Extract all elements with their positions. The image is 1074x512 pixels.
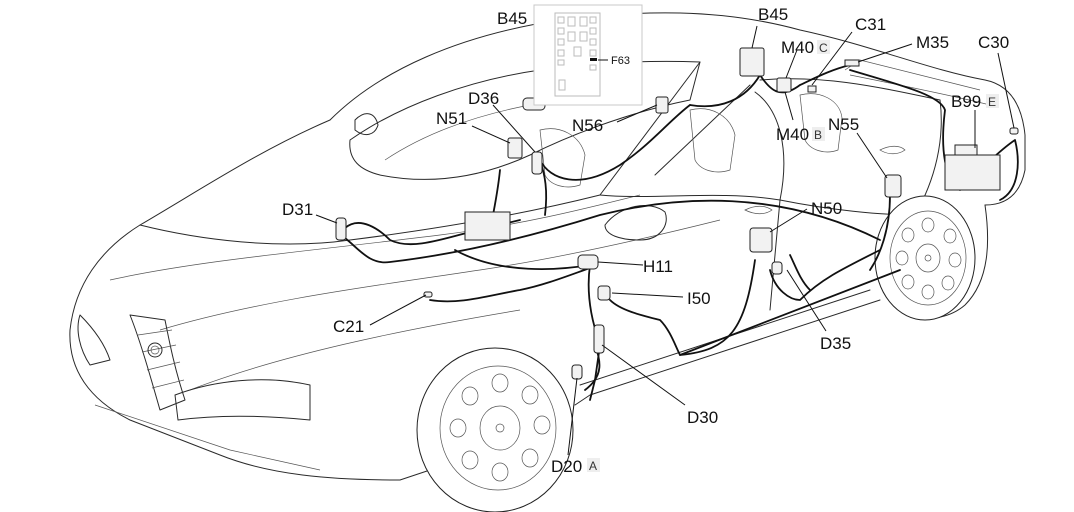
label-b99e: B99 xyxy=(951,92,981,111)
component-d31 xyxy=(335,217,347,241)
front-wheel xyxy=(416,347,574,512)
component-n56 xyxy=(655,96,669,114)
label-n56: N56 xyxy=(572,116,603,135)
component-d20 xyxy=(571,364,583,380)
component-ecu xyxy=(464,211,511,241)
label-d36: D36 xyxy=(468,89,499,108)
inset-b45-fusebox: F63 xyxy=(533,4,643,106)
label-d30: D30 xyxy=(687,408,718,427)
component-n51 xyxy=(507,137,523,159)
label-d20a: D20 xyxy=(551,457,582,476)
label-i50: I50 xyxy=(687,289,711,308)
label-d31: D31 xyxy=(282,200,313,219)
car-body xyxy=(69,12,1026,481)
label-c30: C30 xyxy=(978,33,1009,52)
label-c31: C31 xyxy=(855,15,886,34)
component-c21 xyxy=(423,291,433,298)
label-d20a-variant: A xyxy=(589,459,597,473)
label-n55: N55 xyxy=(828,115,859,134)
label-d35: D35 xyxy=(820,334,851,353)
component-d30 xyxy=(593,324,605,354)
wiring-harness xyxy=(344,64,1019,401)
component-c30 xyxy=(1009,127,1019,135)
component-h11 xyxy=(577,254,599,270)
label-m40b-variant: B xyxy=(814,128,822,142)
label-n51: N51 xyxy=(436,109,467,128)
component-i50 xyxy=(597,285,611,301)
label-b45-inset: B45 xyxy=(497,9,527,28)
component-d36 xyxy=(531,151,543,175)
label-m40c: M40 xyxy=(781,38,814,57)
component-n50 xyxy=(749,227,773,253)
label-h11: H11 xyxy=(643,257,673,276)
label-b99e-variant: E xyxy=(988,95,996,109)
label-m35: M35 xyxy=(916,33,949,52)
label-m40c-variant: C xyxy=(819,41,828,55)
component-d35 xyxy=(771,261,783,275)
component-c31 xyxy=(807,85,817,93)
label-m40b: M40 xyxy=(776,125,809,144)
label-n50: N50 xyxy=(811,199,842,218)
component-n55 xyxy=(884,174,902,198)
component-m35 xyxy=(844,59,860,67)
inset-fuse-label: F63 xyxy=(611,55,630,67)
component-b45 xyxy=(739,47,765,77)
leader-lines xyxy=(315,25,1015,456)
component-m40c xyxy=(776,77,792,93)
label-c21: C21 xyxy=(333,317,364,336)
rear-wheel xyxy=(874,195,976,321)
battery xyxy=(944,154,1001,191)
label-b45: B45 xyxy=(758,5,788,24)
component-labels: B45 B45 C31 M40 C M35 C30 B99 E M40 B N5… xyxy=(282,5,1009,476)
